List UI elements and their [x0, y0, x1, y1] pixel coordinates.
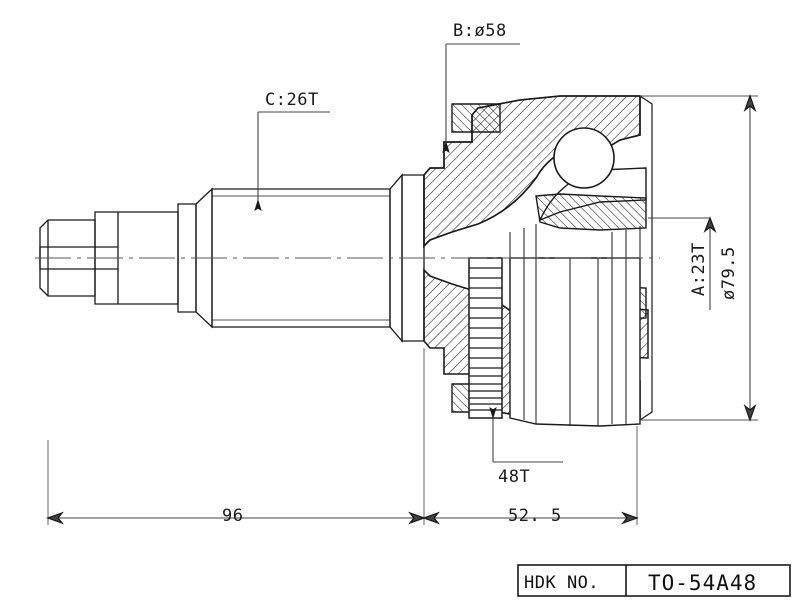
title-block: HDK NO. TO-54A48: [517, 564, 791, 597]
label-spline-c: C:26T: [265, 90, 319, 110]
title-block-part-number: TO-54A48: [648, 571, 757, 595]
label-spline-a: A:23T: [689, 242, 709, 296]
label-outer-diameter: ø79.5: [719, 246, 739, 300]
leader-b: [442, 43, 520, 153]
label-dim-joint-length: 52. 5: [508, 506, 562, 526]
leader-abs: [489, 407, 563, 463]
label-spline-b: B:ø58: [453, 21, 507, 41]
label-dim-shaft-length: 96: [222, 506, 243, 526]
bearing-ball: [553, 127, 615, 189]
leader-c: [254, 111, 330, 211]
leader-a: [648, 216, 717, 310]
title-block-maker-label: HDK NO.: [524, 573, 599, 593]
label-abs-ring: 48T: [498, 467, 530, 487]
dimension-outer-diameter: [640, 94, 758, 422]
dimension-lengths: [46, 348, 639, 525]
abs-tone-ring: [468, 257, 503, 419]
